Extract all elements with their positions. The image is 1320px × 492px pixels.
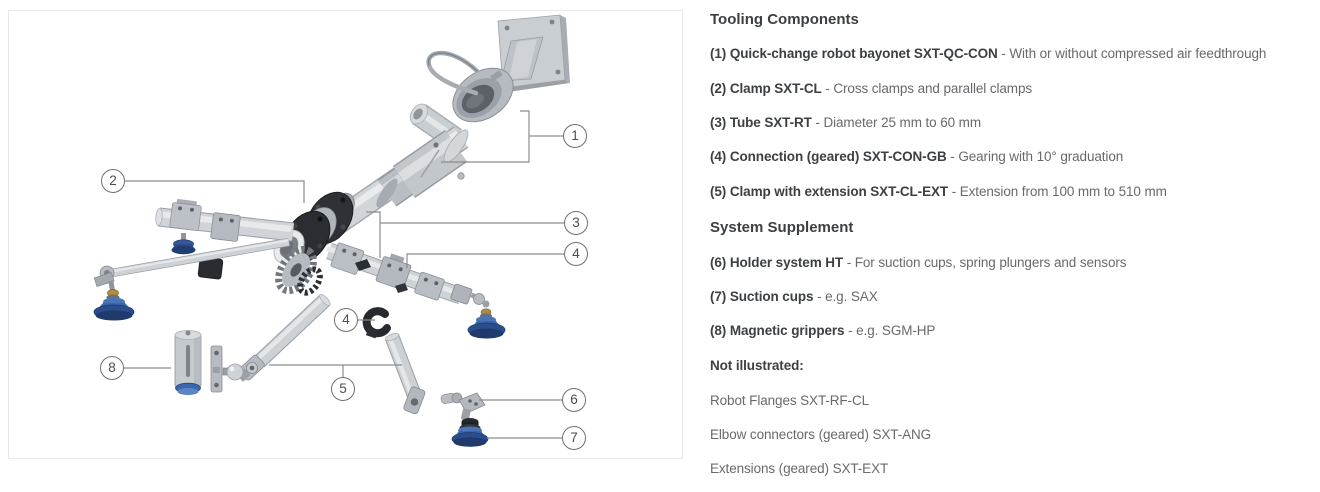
small-suction-cup — [171, 239, 196, 255]
legend-item-2: (2) Clamp SXT-CL - Cross clamps and para… — [710, 81, 1032, 96]
thin-rod-part — [93, 237, 290, 287]
item-1-desc: - With or without compressed air feedthr… — [1001, 46, 1267, 61]
item-8-desc: - e.g. SGM-HP — [848, 323, 936, 338]
legend-item-8: (8) Magnetic grippers - e.g. SGM-HP — [710, 323, 935, 338]
figure-box: 1 2 3 4 4 5 6 7 8 — [8, 10, 683, 459]
item-4-name: Connection (geared) SXT-CON-GB — [729, 149, 947, 164]
c-clamp-part — [362, 307, 391, 339]
item-7-desc: - e.g. SAX — [817, 289, 878, 304]
not-illustrated-item-1: Robot Flanges SXT-RF-CL — [710, 393, 870, 408]
item-2-name: Clamp SXT-CL — [729, 81, 822, 96]
holder-system-part — [440, 392, 486, 424]
item-3-desc: - Diameter 25 mm to 60 mm — [815, 115, 981, 130]
left-suction-cup — [93, 280, 135, 321]
left-arm-part — [155, 199, 295, 280]
robot-flange-part — [426, 14, 570, 123]
callout-1: 1 — [563, 124, 587, 148]
item-7-name: Suction cups — [729, 289, 814, 304]
section-heading-tooling-components: Tooling Components — [710, 11, 859, 28]
callout-2: 2 — [101, 169, 125, 193]
leader-1 — [441, 110, 563, 163]
leader-lines — [124, 110, 564, 439]
item-7-number: (7) — [710, 289, 727, 304]
item-2-number: (2) — [710, 81, 727, 96]
legend: Tooling Components (1) Quick-change robo… — [710, 0, 1316, 492]
item-3-number: (3) — [710, 115, 727, 130]
item-5-number: (5) — [710, 184, 727, 199]
callout-4b: 4 — [334, 308, 358, 332]
callout-1-number: 1 — [571, 128, 579, 144]
leader-3 — [366, 211, 564, 258]
extension-rod-right — [384, 333, 426, 415]
callout-3-number: 3 — [572, 215, 580, 231]
legend-item-1: (1) Quick-change robot bayonet SXT-QC-CO… — [710, 46, 1266, 61]
callout-3: 3 — [564, 211, 588, 235]
item-4-number: (4) — [710, 149, 727, 164]
callout-7-number: 7 — [570, 430, 578, 446]
item-2-desc: - Cross clamps and parallel clamps — [825, 81, 1033, 96]
right-suction-cup — [467, 308, 506, 339]
not-illustrated-item-2: Elbow connectors (geared) SXT-ANG — [710, 427, 932, 442]
tooling-illustration — [93, 14, 570, 447]
item-6-number: (6) — [710, 255, 727, 270]
lower-tube-part — [326, 242, 490, 308]
item-6-desc: - For suction cups, spring plungers and … — [846, 255, 1127, 270]
legend-item-6: (6) Holder system HT - For suction cups,… — [710, 255, 1127, 270]
section-heading-not-illustrated: Not illustrated: — [710, 358, 804, 373]
item-3-name: Tube SXT-RT — [729, 115, 812, 130]
section-heading-system-supplement: System Supplement — [710, 219, 854, 236]
item-6-name: Holder system HT — [729, 255, 844, 270]
item-8-number: (8) — [710, 323, 727, 338]
callout-4-number: 4 — [572, 246, 580, 262]
item-4-desc: - Gearing with 10° graduation — [950, 149, 1124, 164]
callout-5: 5 — [331, 377, 355, 401]
legend-item-3: (3) Tube SXT-RT - Diameter 25 mm to 60 m… — [710, 115, 981, 130]
leader-5 — [269, 364, 402, 377]
callout-2-number: 2 — [109, 173, 117, 189]
legend-item-4: (4) Connection (geared) SXT-CON-GB - Gea… — [710, 149, 1123, 164]
item-1-number: (1) — [710, 46, 727, 61]
central-clamp-hub — [273, 191, 355, 296]
loose-suction-cup — [451, 418, 489, 447]
callout-5-number: 5 — [339, 381, 347, 397]
leader-2 — [125, 180, 305, 203]
callout-8-number: 8 — [108, 360, 116, 376]
magnetic-gripper-part — [174, 330, 244, 396]
leader-4a — [406, 253, 564, 268]
callout-6: 6 — [562, 388, 586, 412]
not-illustrated-item-3: Extensions (geared) SXT-EXT — [710, 461, 889, 476]
legend-item-5: (5) Clamp with extension SXT-CL-EXT - Ex… — [710, 184, 1167, 199]
callout-4: 4 — [564, 242, 588, 266]
callout-4b-number: 4 — [342, 312, 350, 328]
item-5-desc: - Extension from 100 mm to 510 mm — [951, 184, 1167, 199]
extension-rod-left — [236, 294, 331, 382]
quick-change-sleeve — [392, 129, 469, 199]
geared-connection-ring — [275, 245, 317, 295]
item-1-name: Quick-change robot bayonet SXT-QC-CON — [729, 46, 998, 61]
item-8-name: Magnetic grippers — [729, 323, 845, 338]
callout-8: 8 — [100, 356, 124, 380]
item-5-name: Clamp with extension SXT-CL-EXT — [729, 184, 949, 199]
legend-item-7: (7) Suction cups - e.g. SAX — [710, 289, 878, 304]
callout-6-number: 6 — [570, 392, 578, 408]
callout-7: 7 — [562, 426, 586, 450]
